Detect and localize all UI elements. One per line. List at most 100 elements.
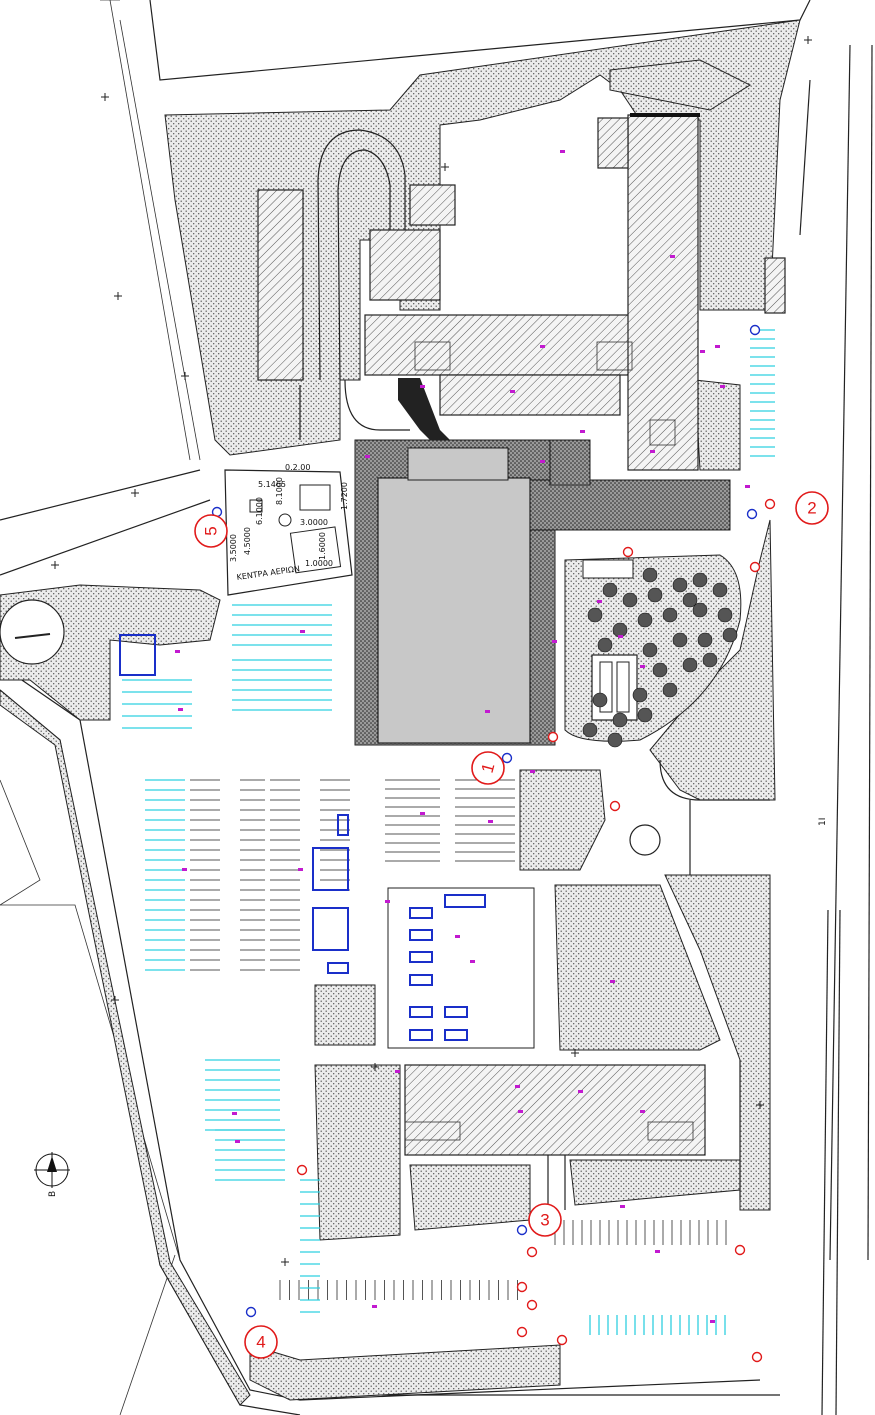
annotation-mark [578, 1090, 583, 1093]
tree-icon [647, 587, 663, 603]
marker-3-label: 3 [540, 1211, 549, 1230]
marker-3: 3 [528, 1203, 562, 1237]
hydrant-red-icon [526, 1299, 538, 1311]
round-structure [0, 599, 65, 665]
annotation-mark [485, 710, 490, 713]
annotation-mark [385, 900, 390, 903]
annotation-mark [540, 345, 545, 348]
tree-icon [592, 692, 608, 708]
compass-label: Β [48, 1191, 58, 1197]
hydrant-red-icon [609, 800, 621, 812]
annotation-mark [530, 770, 535, 773]
hydrant-red-icon [516, 1281, 528, 1293]
courtyard [564, 554, 742, 748]
annotation-marks [175, 150, 750, 1323]
annotation-mark [640, 1110, 645, 1113]
annotation-mark [610, 980, 615, 983]
marker-4: 4 [244, 1325, 278, 1359]
marker-1: 1 [471, 751, 505, 785]
annotation-mark [372, 1305, 377, 1308]
dim-45000: 4.5000 [243, 527, 252, 555]
tree-icon [682, 657, 698, 673]
annotation-mark [518, 1110, 523, 1113]
building-gatehouse [764, 257, 786, 314]
tree-icon [717, 607, 733, 623]
annotation-mark [515, 1085, 520, 1088]
annotation-mark [650, 450, 655, 453]
tree-icon [672, 632, 688, 648]
annotation-mark [560, 150, 565, 153]
tree-icon [702, 652, 718, 668]
building-west [257, 189, 304, 381]
tree-icon [607, 732, 623, 748]
dim-30000: 3.0000 [300, 518, 328, 527]
survey-crosses [51, 36, 812, 1266]
tree-icon [652, 662, 668, 678]
tree-icon [682, 592, 698, 608]
tree-icon [622, 592, 638, 608]
annotation-mark [670, 255, 675, 258]
dim-17200: 1.7200 [340, 482, 349, 510]
dim-51465: 5.1465 [258, 480, 286, 489]
marker-2-label: 2 [807, 499, 816, 518]
hydrant-red-icon [764, 498, 776, 510]
dim-81000: 8.1000 [275, 477, 284, 505]
dim-16000: 1.6000 [318, 532, 327, 560]
annotation-mark [745, 485, 750, 488]
annotation-mark [235, 1140, 240, 1143]
annotation-mark [300, 630, 305, 633]
tree-icon [612, 622, 628, 638]
annotation-mark [715, 345, 720, 348]
fire-points [211, 324, 776, 1363]
building-annex [597, 117, 629, 169]
annotation-mark [470, 960, 475, 963]
building-main-wing [364, 314, 646, 376]
hydrant-red-icon [622, 546, 634, 558]
marker-4-label: 4 [256, 1333, 265, 1352]
hydrant-red-icon [547, 731, 559, 743]
hydrant-blue-icon [516, 1224, 528, 1236]
building-stairs [409, 184, 456, 226]
annotation-mark [700, 350, 705, 353]
new-building-footprint [377, 477, 531, 744]
building-east-tower [627, 114, 699, 471]
hydrant-blue-icon [501, 752, 513, 764]
marker-5: 5 [194, 514, 228, 548]
dim-10000: 1.0000 [305, 559, 333, 568]
annotation-mark [232, 1112, 237, 1115]
tree-icon [637, 707, 653, 723]
hydrant-red-icon [749, 561, 761, 573]
annotation-mark [640, 665, 645, 668]
tree-icon [712, 582, 728, 598]
buildings [257, 113, 786, 1156]
tree-icon [662, 607, 678, 623]
annotation-mark [178, 708, 183, 711]
access-roads [299, 129, 770, 1210]
hydrant-red-icon [526, 1246, 538, 1258]
tree-icon [692, 602, 708, 618]
annotation-mark [618, 635, 623, 638]
compass-icon: Β [34, 1152, 70, 1197]
annotation-mark [710, 1320, 715, 1323]
annotation-mark [175, 650, 180, 653]
building-south [404, 1064, 706, 1156]
tree-icon [642, 642, 658, 658]
hydrant-red-icon [751, 1351, 763, 1363]
annotation-mark [420, 385, 425, 388]
hydrant-red-icon [296, 1164, 308, 1176]
annotation-mark [298, 868, 303, 871]
annotation-mark [420, 812, 425, 815]
annotation-mark [510, 390, 515, 393]
hydrant-blue-icon [749, 324, 761, 336]
annotation-mark [365, 455, 370, 458]
annotation-mark [580, 430, 585, 433]
tree-icon [642, 567, 658, 583]
building-north-small [369, 229, 441, 301]
gas-center-inset: 3.5000 5.1465 6.1000 4.5000 8.1000 3.000… [224, 463, 353, 596]
tree-icon [632, 687, 648, 703]
tree-icon [672, 577, 688, 593]
annotation-mark [182, 868, 187, 871]
hydrant-red-icon [556, 1334, 568, 1346]
annotation-mark [540, 460, 545, 463]
